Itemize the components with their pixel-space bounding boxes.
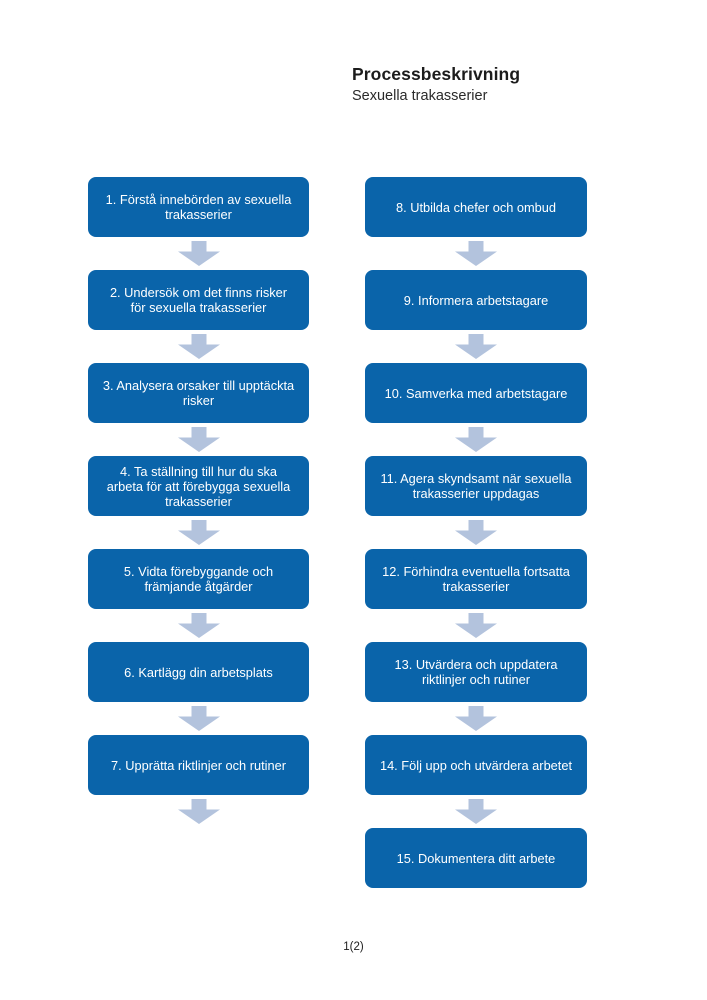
- process-step-box: 11. Agera skyndsamt när sexuella trakass…: [365, 456, 587, 516]
- down-arrow-icon: [365, 795, 587, 828]
- process-step: 5. Vidta förebyggande och främjande åtgä…: [88, 549, 309, 642]
- down-arrow-icon: [365, 516, 587, 549]
- process-step-box: 15. Dokumentera ditt arbete: [365, 828, 587, 888]
- process-step: 12. Förhindra eventuella fortsatta traka…: [365, 549, 587, 642]
- page-subtitle: Sexuella trakasserier: [352, 88, 488, 104]
- process-step: 13. Utvärdera och uppdatera riktlinjer o…: [365, 642, 587, 735]
- process-step-box: 2. Undersök om det finns risker för sexu…: [88, 270, 309, 330]
- page-title: Processbeskrivning: [352, 64, 521, 84]
- down-arrow-icon: [88, 516, 309, 549]
- process-step: 15. Dokumentera ditt arbete: [365, 828, 587, 921]
- process-step: 3. Analysera orsaker till upptäckta risk…: [88, 363, 309, 456]
- process-step: 7. Upprätta riktlinjer och rutiner: [88, 735, 309, 828]
- process-step-box: 4. Ta ställning till hur du ska arbeta f…: [88, 456, 309, 516]
- process-step: 11. Agera skyndsamt när sexuella trakass…: [365, 456, 587, 549]
- process-step: 2. Undersök om det finns risker för sexu…: [88, 270, 309, 363]
- process-step: 8. Utbilda chefer och ombud: [365, 177, 587, 270]
- process-step: 10. Samverka med arbetstagare: [365, 363, 587, 456]
- down-arrow-icon: [365, 330, 587, 363]
- process-step-box: 6. Kartlägg din arbetsplats: [88, 642, 309, 702]
- down-arrow-icon: [88, 702, 309, 735]
- process-step-box: 8. Utbilda chefer och ombud: [365, 177, 587, 237]
- process-step-box: 14. Följ upp och utvärdera arbetet: [365, 735, 587, 795]
- down-arrow-icon: [365, 237, 587, 270]
- process-step-box: 5. Vidta förebyggande och främjande åtgä…: [88, 549, 309, 609]
- process-step-box: 12. Förhindra eventuella fortsatta traka…: [365, 549, 587, 609]
- process-step-box: 9. Informera arbetstagare: [365, 270, 587, 330]
- down-arrow-icon: [88, 795, 309, 828]
- process-step-box: 7. Upprätta riktlinjer och rutiner: [88, 735, 309, 795]
- down-arrow-icon: [365, 609, 587, 642]
- down-arrow-icon: [88, 237, 309, 270]
- down-arrow-icon: [365, 423, 587, 456]
- process-column-right: 8. Utbilda chefer och ombud 9. Informera …: [365, 177, 587, 921]
- process-step-box: 3. Analysera orsaker till upptäckta risk…: [88, 363, 309, 423]
- process-step: 6. Kartlägg din arbetsplats: [88, 642, 309, 735]
- document-header: Processbeskrivning Sexuella trakasserier: [352, 64, 520, 104]
- down-arrow-icon: [365, 702, 587, 735]
- process-step: 9. Informera arbetstagare: [365, 270, 587, 363]
- down-arrow-icon: [88, 609, 309, 642]
- page-number: 1(2): [343, 941, 364, 953]
- process-step: 1. Förstå innebörden av sexuella trakass…: [88, 177, 309, 270]
- process-step-box: 10. Samverka med arbetstagare: [365, 363, 587, 423]
- down-arrow-icon: [88, 330, 309, 363]
- down-arrow-icon: [88, 423, 309, 456]
- process-step: 14. Följ upp och utvärdera arbetet: [365, 735, 587, 828]
- process-step-box: 1. Förstå innebörden av sexuella trakass…: [88, 177, 309, 237]
- process-column-left: 1. Förstå innebörden av sexuella trakass…: [88, 177, 309, 828]
- process-step: 4. Ta ställning till hur du ska arbeta f…: [88, 456, 309, 549]
- process-step-box: 13. Utvärdera och uppdatera riktlinjer o…: [365, 642, 587, 702]
